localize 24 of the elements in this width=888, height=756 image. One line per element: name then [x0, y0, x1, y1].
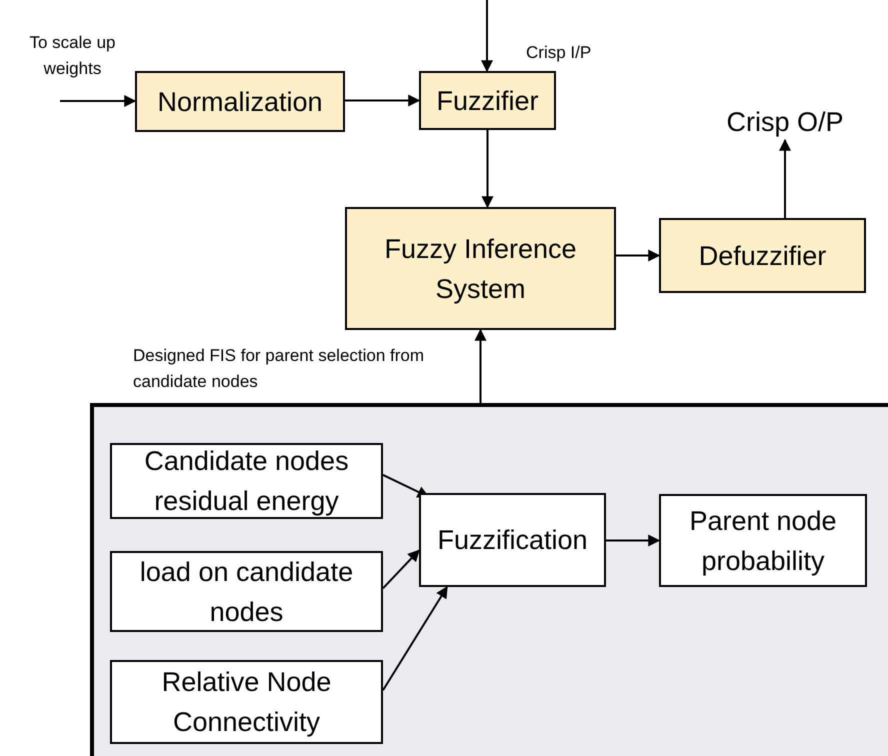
arrow — [60, 95, 136, 107]
annotation-text: To scale up weights — [28, 32, 116, 80]
arrow — [382, 586, 448, 691]
process-box: Defuzzifier — [659, 218, 866, 293]
arrow — [779, 138, 791, 218]
arrow — [345, 94, 420, 106]
process-box: Fuzzification — [419, 493, 606, 587]
arrow — [481, 0, 493, 72]
process-box: Candidate nodes residual energy — [110, 443, 383, 519]
process-box: Relative Node Connectivity — [110, 660, 383, 744]
process-box: Parent node probability — [659, 494, 867, 587]
annotation-text: Crisp I/P — [526, 42, 592, 64]
output-label: Crisp O/P — [730, 104, 840, 140]
panel-background — [90, 403, 888, 756]
annotation-text: Designed FIS for parent selection from candidate nodes — [133, 345, 426, 393]
arrow — [474, 328, 486, 403]
process-box: load on candidate nodes — [110, 551, 383, 632]
arrow — [616, 250, 660, 262]
arrow — [606, 534, 660, 546]
arrow — [382, 549, 420, 589]
process-box: Fuzzifier — [419, 71, 556, 130]
process-box: Normalization — [135, 71, 345, 132]
process-box: Fuzzy Inference System — [345, 207, 616, 330]
arrow — [482, 130, 494, 208]
